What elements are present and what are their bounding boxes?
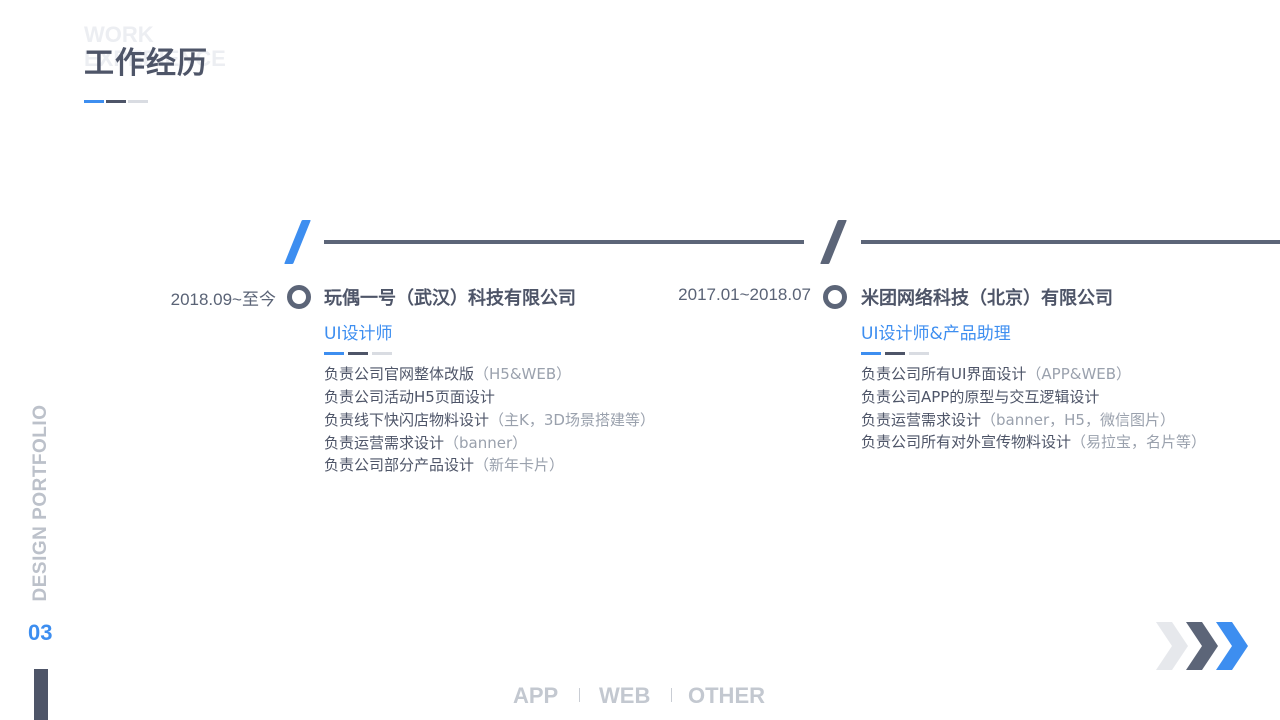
chevron-right-icon [1156,622,1188,670]
duty-item: 负责公司APP的原型与交互逻辑设计 [861,388,1100,406]
job-role: UI设计师 [324,324,393,344]
header-bg-line-2: EXPERIENCE [84,46,226,71]
chevron-right-icon[interactable] [1216,622,1266,670]
title-underline-dark [106,100,126,103]
job-role: UI设计师&产品助理 [861,324,1011,344]
role-underline-accent [861,352,881,355]
header-bg-line-1: WORK [84,22,154,47]
header-background-text: WORK EXPERIENCE [84,24,284,72]
role-underline-accent [324,352,344,355]
timeline-dot-icon [287,285,311,309]
duty-item: 负责线下快闪店物料设计（主K，3D场景搭建等） [324,411,655,429]
duty-item: 负责公司所有对外宣传物料设计（易拉宝，名片等） [861,433,1207,451]
duty-item: 负责公司活动H5页面设计 [324,388,495,406]
duty-item: 负责公司官网整体改版（H5&WEB） [324,365,572,383]
duty-item: 负责运营需求设计（banner） [324,434,528,452]
chevron-right-icon [1186,622,1218,670]
page-number: 03 [28,620,53,645]
timeline-slash-dark [820,220,847,264]
sidebar-vertical-text: DESIGN PORTFOLIO [30,404,51,602]
job-date: 2017.01~2018.07 [678,285,811,304]
role-underline-light [372,352,392,355]
duty-item: 负责运营需求设计（banner，H5，微信图片） [861,411,1175,429]
nav-item-web[interactable]: WEB [599,683,651,708]
nav-item-other[interactable]: OTHER [688,683,765,708]
page-title: 工作经历 [84,46,208,81]
timeline-line [861,240,1280,244]
role-underline-dark [348,352,368,355]
company-name: 玩偶一号（武汉）科技有限公司 [324,288,576,309]
sidebar-bar [34,669,48,720]
nav-separator [579,688,580,702]
nav-item-app[interactable]: APP [513,683,559,708]
duty-item: 负责公司部分产品设计（新年卡片） [324,456,565,474]
duty-item: 负责公司所有UI界面设计（APP&WEB） [861,365,1132,383]
title-underline-light [128,100,148,103]
role-underline-dark [885,352,905,355]
timeline-line [324,240,804,244]
nav-separator [671,688,672,702]
company-name: 米团网络科技（北京）有限公司 [861,288,1113,309]
role-underline-light [909,352,929,355]
timeline-dot-icon [823,285,847,309]
timeline-slash-accent [284,220,311,264]
job-date: 2018.09~至今 [170,290,276,309]
title-underline-accent [84,100,104,103]
